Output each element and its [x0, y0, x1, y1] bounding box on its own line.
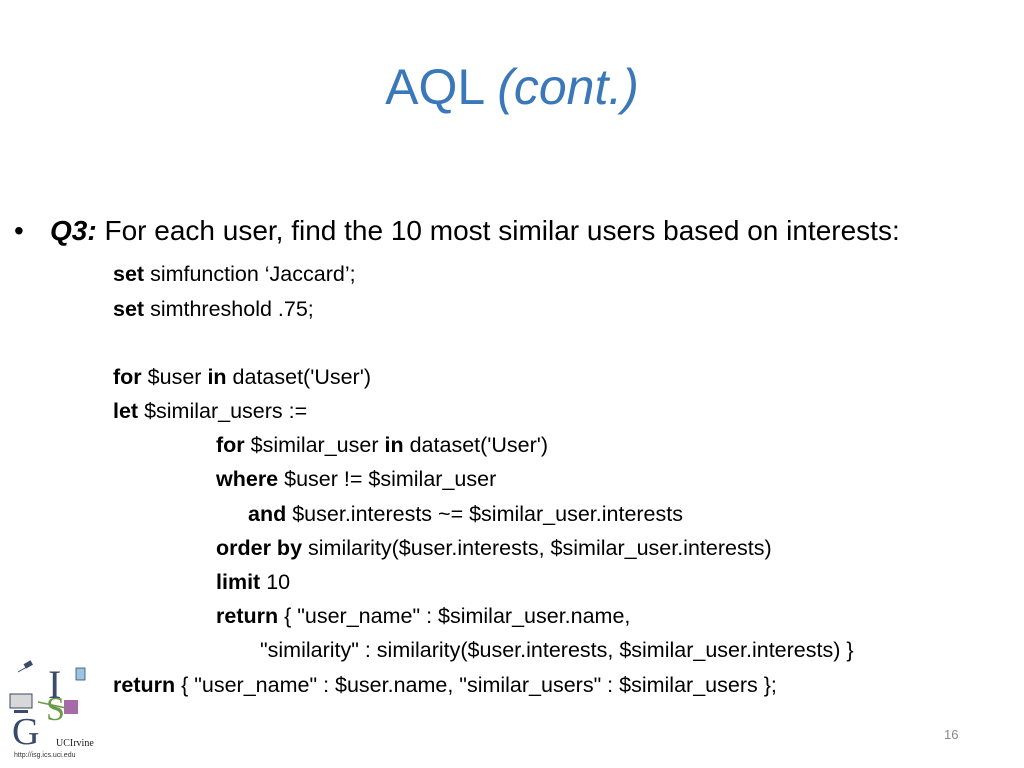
- code-keyword: return: [216, 604, 279, 628]
- code-line-8: order by similarity($user.interests, $si…: [216, 536, 772, 560]
- keyboard-icon: [14, 710, 28, 713]
- bullet-marker: •: [14, 215, 24, 246]
- bullet-label: Q3:: [50, 215, 97, 246]
- code-keyword: for: [216, 433, 245, 457]
- satellite-dish-icon: [17, 663, 33, 673]
- code-line-4: let $similar_users :=: [113, 399, 308, 423]
- code-text: dataset('User'): [232, 365, 371, 389]
- code-text: similarity($user.interests, $similar_use…: [308, 536, 772, 560]
- logo-letter-s: S: [46, 691, 65, 728]
- code-line-1: set simfunction ‘Jaccard’;: [113, 262, 356, 286]
- logo-letter-g: G: [12, 711, 39, 753]
- phone-icon: [75, 667, 86, 681]
- code-line-2: set simthreshold .75;: [113, 297, 314, 321]
- bullet-text: For each user, find the 10 most similar …: [104, 215, 900, 246]
- code-line-11: "similarity" : similarity($user.interest…: [260, 638, 854, 662]
- logo-letter-i: I: [48, 662, 61, 707]
- code-line-5: for $similar_user in dataset('User'): [216, 433, 549, 457]
- page-number: 16: [944, 727, 959, 742]
- code-keyword: and: [248, 502, 287, 526]
- code-line-6: where $user != $similar_user: [216, 467, 497, 491]
- code-text: $similar_user: [250, 433, 379, 457]
- title-main: AQL: [385, 59, 484, 115]
- code-keyword: return: [113, 673, 176, 697]
- code-keyword: set: [113, 262, 145, 286]
- code-keyword: order by: [216, 536, 303, 560]
- code-text: $similar_users :=: [144, 399, 308, 423]
- code-text: { "user_name" : $similar_user.name,: [284, 604, 631, 628]
- code-text: "similarity" : similarity($user.interest…: [260, 638, 854, 662]
- code-text: simfunction ‘Jaccard’;: [150, 262, 356, 286]
- code-text: simthreshold .75;: [150, 297, 314, 321]
- slide-title: AQL (cont.): [0, 62, 1024, 112]
- logo-url: http://isg.ics.uci.edu: [14, 752, 76, 759]
- title-cont: (cont.): [497, 59, 639, 115]
- code-keyword: for: [113, 365, 142, 389]
- code-line-10: return { "user_name" : $similar_user.nam…: [216, 604, 631, 628]
- bullet-q3: • Q3: For each user, find the 10 most sim…: [14, 214, 900, 248]
- code-line-7: and $user.interests ~= $similar_user.int…: [248, 502, 683, 526]
- code-text: 10: [266, 570, 291, 594]
- isg-logo: I S G: [9, 660, 86, 753]
- code-keyword: limit: [216, 570, 261, 594]
- code-line-12: return { "user_name" : $user.name, "simi…: [113, 673, 777, 697]
- code-keyword: where: [216, 467, 279, 491]
- computer-icon: [9, 693, 33, 709]
- satellite-icon: [23, 660, 33, 669]
- network-node-icon: [64, 700, 78, 714]
- code-text: $user: [147, 365, 202, 389]
- uci-logo-text: UCIrvine: [56, 738, 94, 749]
- network-link-icon: [37, 701, 67, 709]
- code-keyword: in: [207, 365, 227, 389]
- code-text: dataset('User'): [409, 433, 549, 457]
- code-text: $user != $similar_user: [284, 467, 497, 491]
- code-keyword: in: [384, 433, 404, 457]
- code-line-9: limit 10: [216, 570, 291, 594]
- code-keyword: set: [113, 297, 145, 321]
- code-text: $user.interests ~= $similar_user.interes…: [292, 502, 683, 526]
- code-text: { "user_name" : $user.name, "similar_use…: [181, 673, 777, 697]
- code-keyword: let: [113, 399, 139, 423]
- code-line-3: for $user in dataset('User'): [113, 365, 371, 389]
